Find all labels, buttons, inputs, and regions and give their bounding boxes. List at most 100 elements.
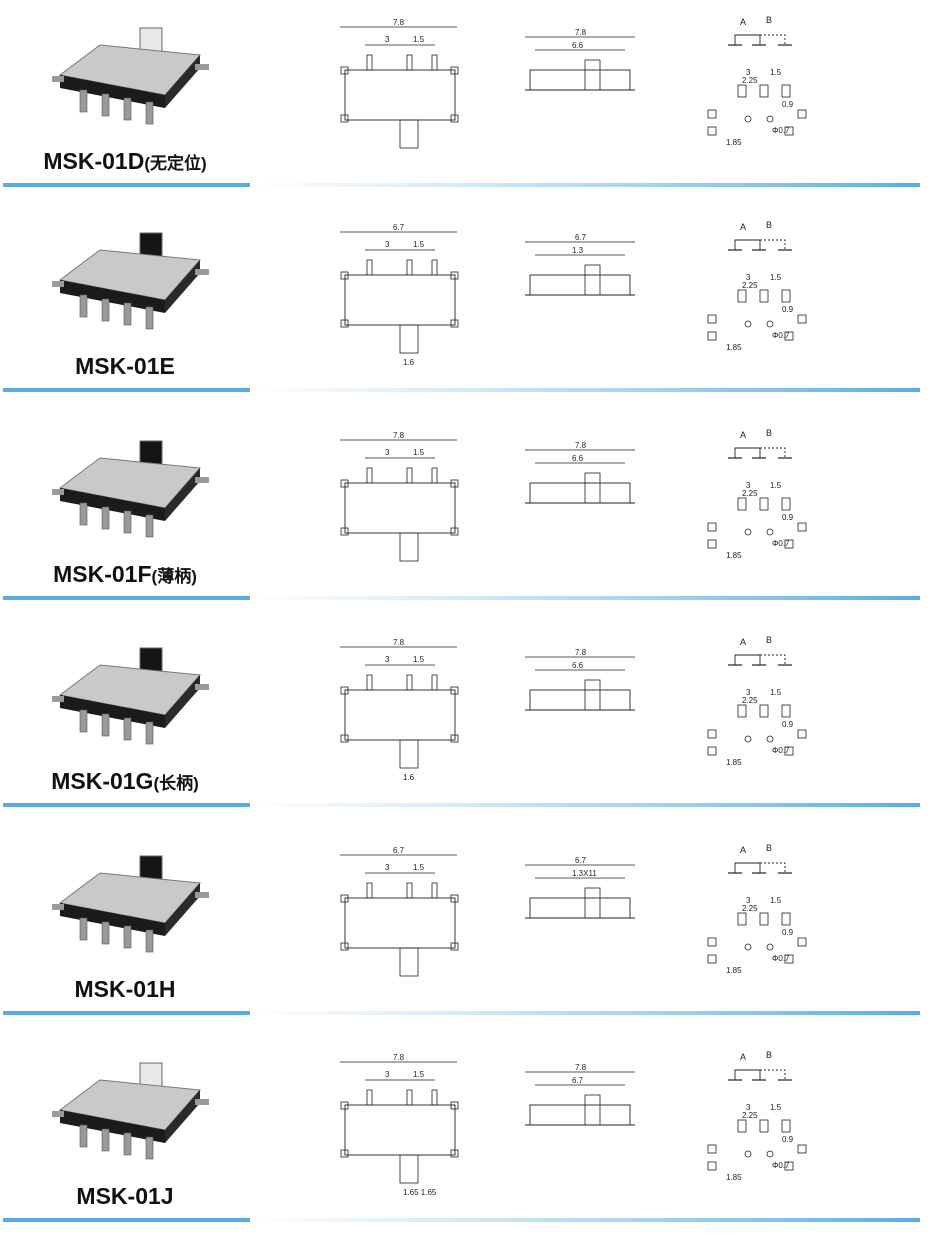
hole-diameter: Φ0.7 <box>772 746 790 755</box>
pad <box>707 314 717 324</box>
side-width-dimension: 7.8 <box>575 1063 587 1072</box>
terminal-b-label: B <box>766 635 772 645</box>
model-suffix: (长柄) <box>153 774 199 793</box>
pad-pitch: 3 <box>746 481 751 490</box>
pin <box>79 294 88 318</box>
pin <box>101 921 110 945</box>
pad-half: 1.5 <box>770 1103 782 1112</box>
row-separator <box>3 183 250 187</box>
locating-hole <box>744 1150 752 1158</box>
row-separator <box>3 1218 250 1222</box>
pad-width: 2.25 <box>742 76 758 85</box>
locating-hole <box>744 943 752 951</box>
switch-photo <box>40 20 230 150</box>
pad <box>784 954 794 964</box>
body-outline <box>344 897 456 949</box>
hole-diameter: Φ0.7 <box>772 126 790 135</box>
body-outline <box>344 69 456 121</box>
pad <box>737 84 747 98</box>
pad-width: 2.25 <box>742 1111 758 1120</box>
pitch-dimension: 3 <box>385 240 390 249</box>
pad <box>759 1119 769 1133</box>
row-separator-fade <box>250 1218 920 1222</box>
pad <box>707 1161 717 1171</box>
pin <box>101 506 110 530</box>
model-number: MSK-01E <box>75 353 175 379</box>
side-width-dimension: 7.8 <box>575 28 587 37</box>
pad <box>784 331 794 341</box>
body-outline <box>344 1104 456 1156</box>
pin <box>145 514 154 538</box>
model-number: MSK-01F <box>53 561 152 587</box>
pad <box>784 126 794 136</box>
pin <box>79 89 88 113</box>
locating-hole <box>766 115 774 123</box>
row-separator-fade <box>250 803 920 807</box>
pad <box>797 937 807 947</box>
pad <box>707 331 717 341</box>
switch-photo <box>40 225 230 355</box>
pad <box>707 1144 717 1154</box>
body-outline <box>344 689 456 741</box>
pin <box>101 93 110 117</box>
pin <box>145 929 154 953</box>
pitch-dimension: 3 <box>385 863 390 872</box>
pin <box>123 97 132 121</box>
terminal-b-label: B <box>766 220 772 230</box>
actuator-outline <box>399 1154 419 1184</box>
width-dimension: 7.8 <box>393 1053 405 1062</box>
switch-photo <box>40 848 230 978</box>
half-pitch-dimension: 1.5 <box>413 1070 425 1079</box>
pad-spacing: 1.85 <box>726 966 742 975</box>
pad <box>737 704 747 718</box>
pad <box>781 704 791 718</box>
pad <box>759 912 769 926</box>
inner-width-dimension: 6.7 <box>572 1076 584 1085</box>
pin <box>145 721 154 745</box>
pad-half: 1.5 <box>770 273 782 282</box>
model-label: MSK-01D(无定位) <box>0 148 250 175</box>
hole-diameter: Φ0.7 <box>772 331 790 340</box>
pad <box>759 497 769 511</box>
pin <box>101 298 110 322</box>
side-body-outline <box>529 274 631 296</box>
row-separator <box>3 803 250 807</box>
side-body-outline <box>529 482 631 504</box>
pad <box>781 497 791 511</box>
pin <box>123 510 132 534</box>
inner-width-dimension: 1.3 <box>572 246 584 255</box>
pad <box>759 704 769 718</box>
half-pitch-dimension: 1.5 <box>413 655 425 664</box>
actuator-outline <box>399 947 419 977</box>
model-label: MSK-01J <box>0 1183 250 1210</box>
pad <box>784 746 794 756</box>
pad <box>737 1119 747 1133</box>
pad-spacing: 1.85 <box>726 1173 742 1182</box>
pad <box>707 954 717 964</box>
side-body-outline <box>529 689 631 711</box>
side-body-outline <box>529 69 631 91</box>
row-separator <box>3 1011 250 1015</box>
hole-diameter: Φ0.7 <box>772 1161 790 1170</box>
side-body-outline <box>529 1104 631 1126</box>
terminal-a-label: A <box>740 17 746 27</box>
half-pitch-dimension: 1.5 <box>413 448 425 457</box>
width-dimension: 7.8 <box>393 18 405 27</box>
actuator-outline <box>399 532 419 562</box>
width-dimension: 7.8 <box>393 638 405 647</box>
pad <box>737 289 747 303</box>
pad-pitch: 3 <box>746 896 751 905</box>
pin <box>123 1132 132 1156</box>
model-suffix: (薄柄) <box>151 567 197 586</box>
pin <box>79 709 88 733</box>
pin <box>101 1128 110 1152</box>
half-pitch-dimension: 1.5 <box>413 863 425 872</box>
